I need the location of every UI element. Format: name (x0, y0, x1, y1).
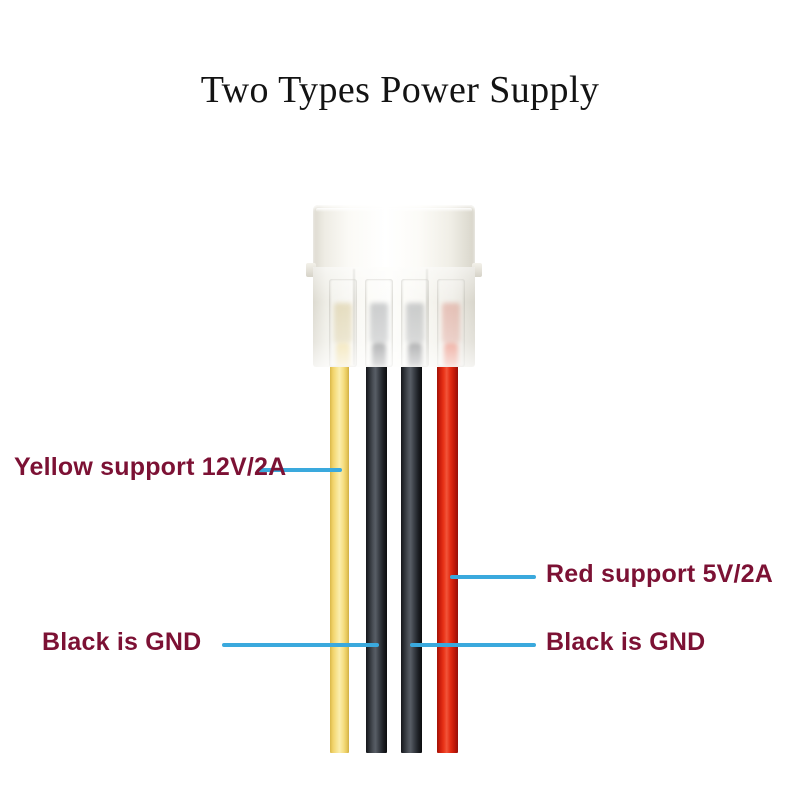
wire-yellow (330, 360, 349, 753)
pin-wire-tip-2 (372, 343, 386, 367)
pin-wire-tip-3 (408, 343, 422, 367)
callout-yellow-label: Yellow support 12V/2A (14, 453, 287, 481)
connector-tab-right (472, 263, 482, 277)
callout-red-label: Red support 5V/2A (546, 560, 774, 588)
leader-line-gnd-left (222, 643, 379, 647)
pin-contact-3 (406, 303, 424, 343)
pin-contact-4 (442, 303, 460, 343)
pin-wire-tip-4 (444, 343, 458, 367)
callout-gnd-left-label: Black is GND (42, 628, 202, 656)
wire-red (437, 360, 458, 753)
connector-seam-left (353, 269, 355, 365)
connector-body (313, 267, 475, 367)
pin-contact-2 (370, 303, 388, 343)
page-title: Two Types Power Supply (200, 69, 600, 111)
connector-pin-slot-3 (401, 279, 429, 367)
leader-line-red (450, 575, 536, 579)
pin-wire-tip-1 (336, 343, 350, 367)
connector-seam-right (426, 269, 428, 365)
wire-black-2 (401, 360, 422, 753)
wire-black-1 (366, 360, 387, 753)
callout-gnd-right-label: Black is GND (546, 628, 706, 656)
molex-power-connector (306, 205, 482, 367)
connector-top-shell (313, 205, 475, 273)
connector-pin-slot-4 (437, 279, 465, 367)
leader-line-gnd-right (410, 643, 536, 647)
leader-line-yellow (258, 468, 342, 472)
pin-contact-1 (334, 303, 352, 343)
connector-pin-slot-2 (365, 279, 393, 367)
connector-tab-left (306, 263, 316, 277)
